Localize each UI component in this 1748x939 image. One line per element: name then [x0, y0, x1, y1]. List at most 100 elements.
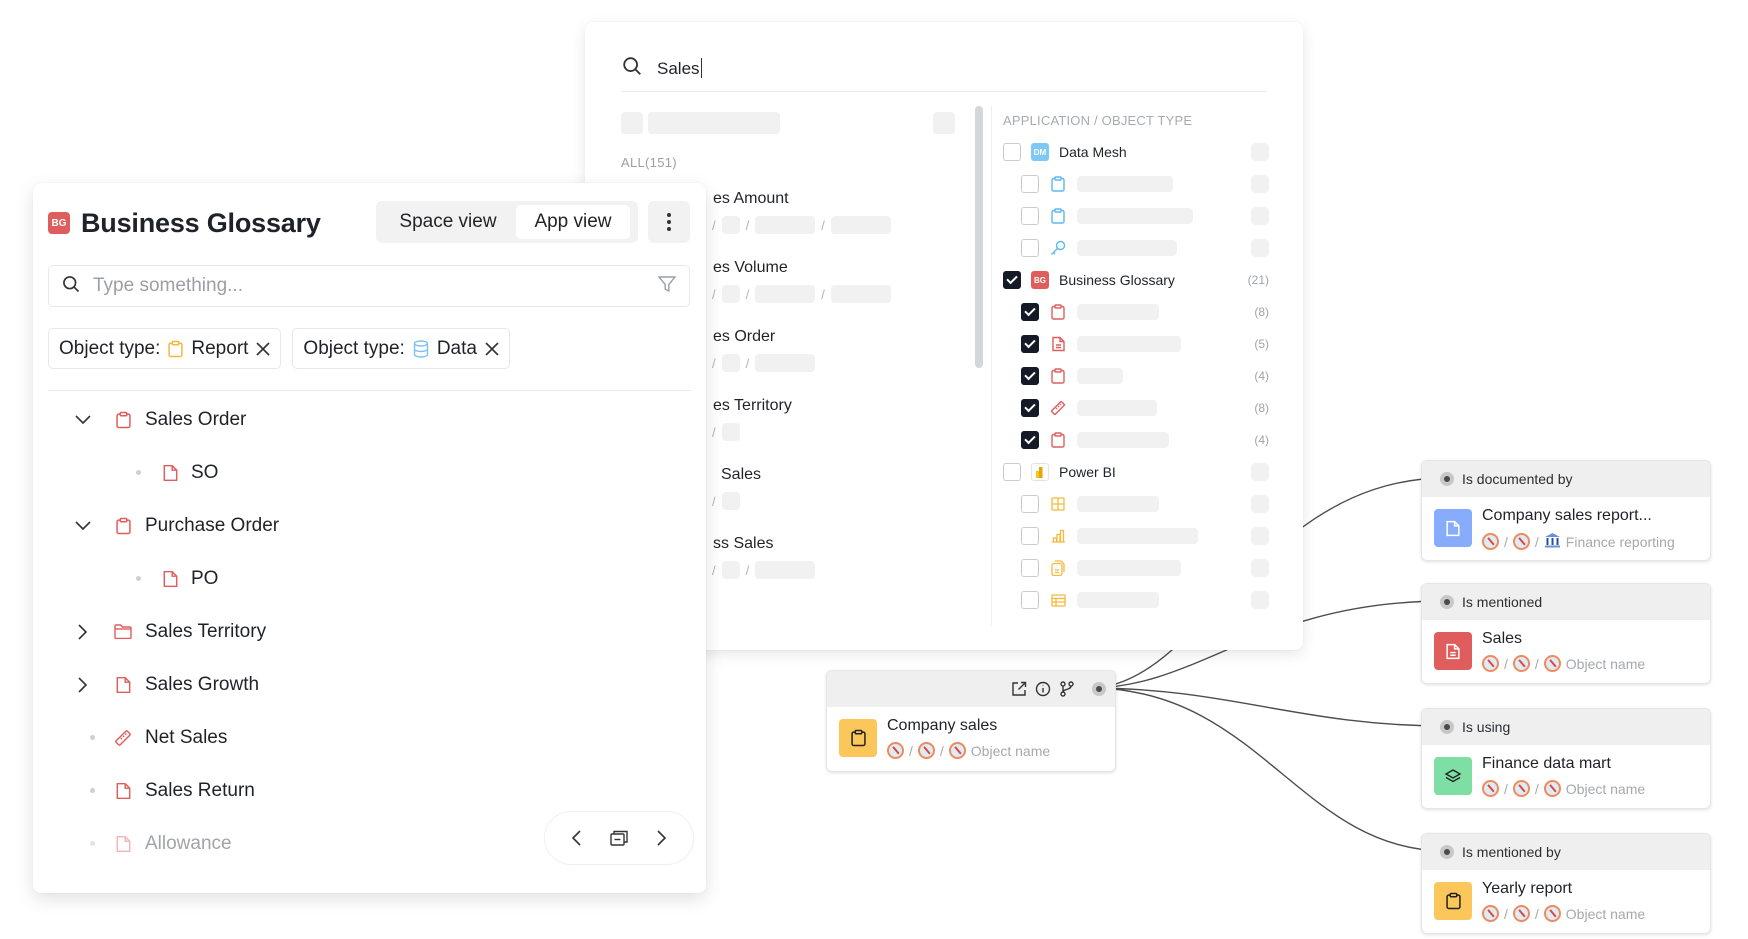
branch-icon[interactable]: [1059, 681, 1075, 697]
kebab-dot-icon: [667, 213, 671, 217]
lineage-center-node[interactable]: Company sales / / Object name: [826, 670, 1116, 772]
clipboard-icon: [1049, 431, 1067, 449]
filter-chip-data[interactable]: Object type: Data: [292, 328, 510, 369]
external-link-icon[interactable]: [1011, 681, 1027, 697]
tree-item[interactable]: SO: [48, 446, 688, 499]
more-options-button[interactable]: [648, 201, 690, 243]
facet-child[interactable]: [1003, 552, 1275, 584]
facet-child[interactable]: [1003, 232, 1275, 264]
clipboard-icon: [839, 719, 877, 757]
lineage-target-node[interactable]: Is mentioned Sales / / Object name: [1421, 583, 1711, 684]
tree-item[interactable]: Sales Growth: [48, 658, 688, 711]
facet-child[interactable]: (4): [1003, 360, 1275, 392]
compass-icon: [1482, 655, 1499, 672]
filter-chip-report[interactable]: Object type: Report: [48, 328, 282, 369]
checkbox-checked[interactable]: [1003, 271, 1021, 289]
tree-item[interactable]: Purchase Order: [48, 499, 688, 552]
count-skeleton: [1251, 591, 1269, 609]
tree-item[interactable]: Sales Return: [48, 764, 688, 817]
filter-icon[interactable]: [657, 274, 677, 299]
node-path: / / Object name: [1482, 655, 1645, 672]
checkbox[interactable]: [1021, 495, 1039, 513]
search-query-input[interactable]: Sales: [657, 58, 703, 79]
input-port-handle[interactable]: [1440, 720, 1454, 734]
object-name: Object name: [1565, 780, 1646, 797]
info-icon[interactable]: [1035, 681, 1051, 697]
checkbox-checked[interactable]: [1021, 431, 1039, 449]
facet-child[interactable]: (4): [1003, 424, 1275, 456]
skeleton-text: [1077, 240, 1177, 256]
skeleton-text: [1077, 592, 1159, 608]
compass-icon: [1512, 655, 1530, 672]
input-port-handle[interactable]: [1440, 595, 1454, 609]
checkbox[interactable]: [1021, 591, 1039, 609]
checkbox[interactable]: [1021, 527, 1039, 545]
node-title: Sales: [1482, 630, 1523, 647]
tree-item[interactable]: Allowance: [48, 817, 688, 870]
skeleton-text: [1077, 496, 1159, 512]
relation-label: Is mentioned by: [1462, 844, 1561, 860]
space-view-tab[interactable]: Space view: [399, 211, 497, 232]
chevron-right-icon[interactable]: [73, 622, 93, 642]
clipboard-icon: [113, 410, 133, 430]
facet-child[interactable]: [1003, 168, 1275, 200]
facet-child[interactable]: (8): [1003, 392, 1275, 424]
chevron-left-icon[interactable]: [571, 830, 581, 846]
skeleton-icon: [621, 112, 643, 134]
tree-item[interactable]: Sales Order: [48, 393, 688, 446]
checkbox[interactable]: [1021, 559, 1039, 577]
facet-child[interactable]: (8): [1003, 296, 1275, 328]
checkbox[interactable]: [1003, 143, 1021, 161]
skeleton-text: [1077, 560, 1181, 576]
lineage-target-node[interactable]: Is mentioned by Yearly report / / Object…: [1421, 833, 1711, 934]
facet-child[interactable]: [1003, 200, 1275, 232]
glossary-search-field[interactable]: [48, 265, 690, 307]
facet-child[interactable]: [1003, 520, 1275, 552]
search-icon: [621, 55, 643, 82]
checkbox[interactable]: [1021, 175, 1039, 193]
object-name: Object name: [970, 742, 1051, 759]
facet-child[interactable]: [1003, 584, 1275, 616]
collapse-all-icon[interactable]: [610, 830, 628, 846]
lineage-target-node[interactable]: Is documented by Company sales report...…: [1421, 460, 1711, 561]
node-title: Company sales: [887, 717, 998, 734]
input-port-handle[interactable]: [1440, 845, 1454, 859]
count-skeleton: [1251, 239, 1269, 257]
results-scrollbar[interactable]: [975, 106, 983, 368]
checkbox[interactable]: [1003, 463, 1021, 481]
kebab-dot-icon: [667, 227, 671, 231]
tree-item[interactable]: PO: [48, 552, 688, 605]
node-header: Is mentioned: [1422, 584, 1710, 620]
tree-item[interactable]: Sales Territory: [48, 605, 688, 658]
input-port-handle[interactable]: [1440, 472, 1454, 486]
chevron-down-icon[interactable]: [73, 410, 93, 430]
tree-item[interactable]: Net Sales: [48, 711, 688, 764]
chevron-down-icon[interactable]: [73, 516, 93, 536]
clipboard-icon: [1049, 303, 1067, 321]
facet-data-mesh[interactable]: DM Data Mesh: [1003, 136, 1275, 168]
chevron-right-icon[interactable]: [657, 830, 667, 846]
glossary-tree: Sales Order SO Purchase Order PO Sales T…: [48, 393, 688, 870]
checkbox-checked[interactable]: [1021, 367, 1039, 385]
app-view-tab[interactable]: App view: [516, 205, 630, 239]
remove-filter-close-icon[interactable]: [256, 341, 270, 356]
tree-item-label: SO: [191, 461, 219, 483]
facet-power-bi[interactable]: Power BI: [1003, 456, 1275, 488]
key-icon: [1049, 239, 1067, 257]
facet-child[interactable]: [1003, 488, 1275, 520]
chevron-right-icon[interactable]: [73, 675, 93, 695]
checkbox-checked[interactable]: [1021, 399, 1039, 417]
facet-child[interactable]: (5): [1003, 328, 1275, 360]
glossary-search-input[interactable]: [93, 275, 657, 297]
facet-business-glossary[interactable]: BG Business Glossary (21): [1003, 264, 1275, 296]
checkbox[interactable]: [1021, 239, 1039, 257]
checkbox[interactable]: [1021, 207, 1039, 225]
lineage-target-node[interactable]: Is using Finance data mart / / Object na…: [1421, 708, 1711, 809]
remove-filter-close-icon[interactable]: [485, 341, 499, 356]
checkbox-checked[interactable]: [1021, 303, 1039, 321]
checkbox-checked[interactable]: [1021, 335, 1039, 353]
output-port-handle[interactable]: [1092, 682, 1106, 696]
global-search-bar[interactable]: Sales: [621, 46, 1267, 92]
document-icon: [1049, 335, 1067, 353]
compass-icon: [1543, 655, 1561, 672]
